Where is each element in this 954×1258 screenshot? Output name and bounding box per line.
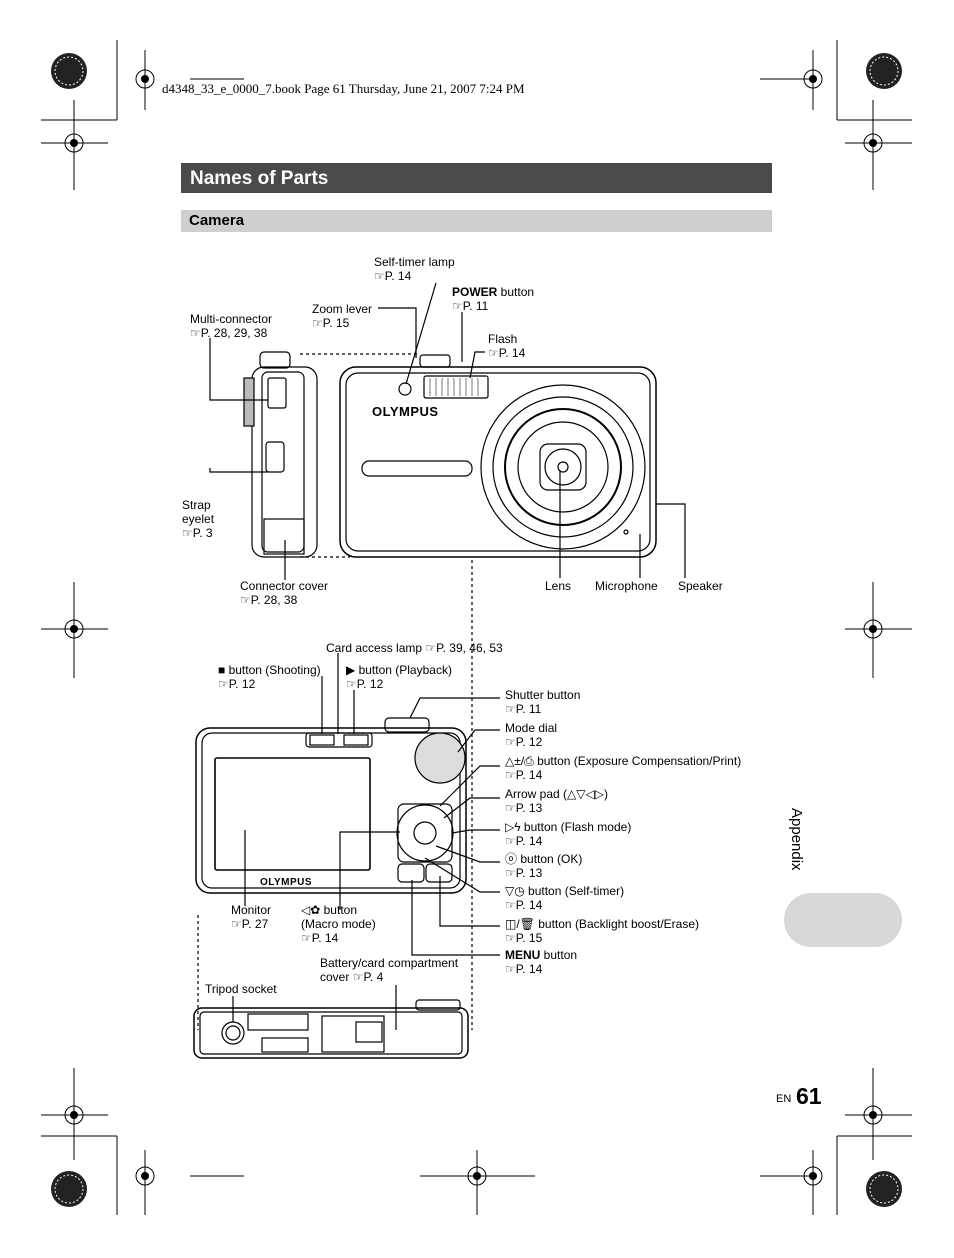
label-monitor: Monitor ☞P. 27 bbox=[231, 903, 272, 931]
backlight-erase-icon: ◫/🗑 bbox=[505, 917, 535, 931]
page-ref-icon: ☞ bbox=[352, 970, 364, 984]
page-ref-icon: ☞ bbox=[505, 735, 516, 749]
page-ref-icon: ☞ bbox=[218, 677, 229, 691]
page-ref-icon: ☞ bbox=[505, 768, 516, 782]
page-ref-icon: ☞ bbox=[505, 866, 516, 880]
label-zoom-lever: Zoom lever ☞P. 15 bbox=[312, 302, 373, 330]
left-macro-icon: ◁✿ bbox=[301, 903, 321, 917]
label-multi-connector: Multi-connector ☞P. 28, 29, 38 bbox=[190, 312, 273, 340]
label-flash-mode-button: ▷ϟ button (Flash mode) ☞P. 14 bbox=[505, 820, 632, 848]
label-speaker: Speaker bbox=[678, 579, 723, 593]
arrow-pad-icon: △▽◁▷ bbox=[567, 787, 604, 801]
label-flash: Flash ☞P. 14 bbox=[488, 332, 526, 360]
appendix-side-tab bbox=[784, 893, 902, 947]
label-power-button: POWER button ☞P. 11 bbox=[452, 285, 535, 313]
down-self-timer-icon: ▽◷ bbox=[505, 884, 525, 898]
brand-logo-back: OLYMPUS bbox=[260, 877, 313, 888]
label-mode-dial: Mode dial ☞P. 12 bbox=[505, 721, 558, 749]
label-playback-button: ▶ button (Playback) ☞P. 12 bbox=[346, 663, 452, 691]
label-battery-cover: Battery/card compartment cover ☞P. 4 bbox=[320, 956, 459, 984]
playback-icon: ▶ bbox=[346, 663, 356, 677]
page-ref-icon: ☞ bbox=[505, 898, 516, 912]
label-shooting-button: ■ button (Shooting) ☞P. 12 bbox=[218, 663, 321, 691]
page-ref-icon: ☞ bbox=[452, 299, 463, 313]
label-exposure-button: △±/⎙ button (Exposure Compensation/Print… bbox=[505, 754, 742, 782]
page-ref-icon: ☞ bbox=[190, 326, 201, 340]
right-flash-icon: ▷ϟ bbox=[505, 820, 521, 834]
page-ref-icon: ☞ bbox=[231, 917, 242, 931]
page-ref-icon: ☞ bbox=[505, 702, 516, 716]
page-ref-icon: ☞ bbox=[346, 677, 357, 691]
page-language: EN bbox=[776, 1093, 792, 1105]
brand-logo-front: OLYMPUS bbox=[372, 404, 439, 419]
label-lens: Lens bbox=[545, 579, 572, 593]
page-ref-icon: ☞ bbox=[182, 526, 193, 540]
label-self-timer-button: ▽◷ button (Self-timer) ☞P. 14 bbox=[505, 884, 625, 912]
page-ref-icon: ☞ bbox=[505, 962, 516, 976]
page-ref-icon: ☞ bbox=[488, 346, 499, 360]
subsection-title: Camera bbox=[189, 212, 245, 229]
page-ref-icon: ☞ bbox=[505, 834, 516, 848]
label-macro-button: ◁✿ button (Macro mode) ☞P. 14 bbox=[301, 903, 376, 945]
camera-icon: ■ bbox=[218, 663, 226, 677]
label-arrow-pad: Arrow pad (△▽◁▷) ☞P. 13 bbox=[505, 787, 608, 815]
appendix-side-tab-label: Appendix bbox=[788, 808, 805, 871]
label-tripod-socket: Tripod socket bbox=[205, 982, 277, 996]
page-ref-icon: ☞ bbox=[425, 641, 437, 655]
page-number: 61 bbox=[796, 1083, 822, 1109]
label-self-timer-lamp: Self-timer lamp ☞P. 14 bbox=[374, 255, 455, 283]
section-title-bar: Names of Parts bbox=[181, 163, 772, 193]
label-microphone: Microphone bbox=[595, 579, 658, 593]
label-shutter-button: Shutter button ☞P. 11 bbox=[505, 688, 581, 716]
label-strap-eyelet: Strap eyelet ☞P. 3 bbox=[182, 498, 215, 540]
page-ref-icon: ☞ bbox=[505, 801, 516, 815]
label-menu-button: MENU button ☞P. 14 bbox=[505, 948, 578, 976]
label-backlight-button: ◫/🗑 button (Backlight boost/Erase) ☞P. 1… bbox=[505, 917, 699, 945]
ok-icon: ⓞ bbox=[505, 852, 518, 866]
page-ref-icon: ☞ bbox=[374, 269, 385, 283]
subsection-title-bar: Camera bbox=[181, 210, 772, 232]
up-exposure-print-icon: △±/⎙ bbox=[505, 754, 534, 768]
page-ref-icon: ☞ bbox=[240, 593, 251, 607]
page-ref-icon: ☞ bbox=[312, 316, 323, 330]
label-connector-cover: Connector cover ☞P. 28, 38 bbox=[240, 579, 329, 607]
page-ref-icon: ☞ bbox=[301, 931, 312, 945]
label-ok-button: ⓞ button (OK) ☞P. 13 bbox=[505, 852, 583, 880]
page-ref-icon: ☞ bbox=[505, 931, 516, 945]
label-card-access-lamp: Card access lamp ☞P. 39, 46, 53 bbox=[326, 641, 503, 655]
print-header: d4348_33_e_0000_7.book Page 61 Thursday,… bbox=[162, 81, 525, 96]
section-title: Names of Parts bbox=[190, 168, 329, 189]
